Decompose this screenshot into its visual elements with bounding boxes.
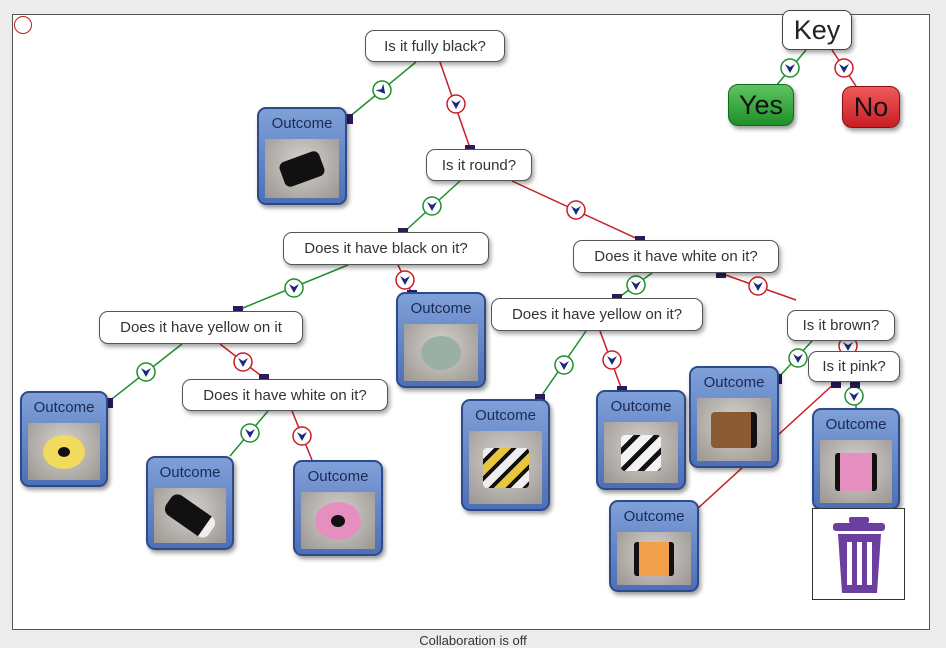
outcome-label: Outcome xyxy=(159,464,221,481)
key-no-badge: No xyxy=(842,86,900,128)
question-yellow-on-it-right[interactable]: Does it have yellow on it? xyxy=(491,298,703,331)
outcome-node[interactable]: Outcome xyxy=(812,408,900,510)
outcome-label: Outcome xyxy=(410,300,472,317)
sweet-photo-black-white-roll xyxy=(154,488,226,543)
outcome-label: Outcome xyxy=(825,416,887,433)
outcome-node[interactable]: Outcome xyxy=(146,456,234,550)
sweet-photo-yellow-round xyxy=(28,423,100,480)
key-yes-badge: Yes xyxy=(728,84,794,126)
outcome-label: Outcome xyxy=(610,398,672,415)
question-yellow-on-it-left[interactable]: Does it have yellow on it xyxy=(99,311,303,344)
question-pink[interactable]: Is it pink? xyxy=(808,351,900,382)
question-brown[interactable]: Is it brown? xyxy=(787,310,895,341)
outcome-node[interactable]: Outcome xyxy=(396,292,486,388)
sweet-photo-yellow-stripe xyxy=(469,431,542,504)
sweet-photo-black-log xyxy=(265,139,339,198)
outcome-node[interactable]: Outcome xyxy=(293,460,383,556)
sweet-photo-pink-square xyxy=(820,440,892,503)
outcome-label: Outcome xyxy=(33,399,95,416)
question-white-on-it-lower[interactable]: Does it have white on it? xyxy=(182,379,388,411)
question-round[interactable]: Is it round? xyxy=(426,149,532,181)
collaboration-status: Collaboration is off xyxy=(419,633,527,648)
trash-button[interactable] xyxy=(812,508,905,600)
sweet-photo-orange-square xyxy=(617,532,691,585)
outcome-label: Outcome xyxy=(475,407,536,424)
sweet-photo-pink-round xyxy=(301,492,375,549)
outcome-label: Outcome xyxy=(623,508,685,525)
outcome-node[interactable]: Outcome xyxy=(596,390,686,490)
outcome-node[interactable]: Outcome xyxy=(20,391,108,487)
sweet-photo-brown-square xyxy=(697,398,771,461)
sweet-photo-blue-round xyxy=(404,324,478,381)
outcome-label: Outcome xyxy=(271,115,333,132)
outcome-label: Outcome xyxy=(703,374,765,391)
trash-icon xyxy=(833,517,885,593)
outcome-node[interactable]: Outcome xyxy=(257,107,347,205)
question-black-on-it[interactable]: Does it have black on it? xyxy=(283,232,489,265)
outcome-label: Outcome xyxy=(307,468,369,485)
canvas-corner-circle xyxy=(14,16,32,34)
outcome-node[interactable]: Outcome xyxy=(609,500,699,592)
question-fully-black[interactable]: Is it fully black? xyxy=(365,30,505,62)
question-white-on-it[interactable]: Does it have white on it? xyxy=(573,240,779,273)
sweet-photo-white-stripe xyxy=(604,422,678,483)
outcome-node[interactable]: Outcome xyxy=(461,399,550,511)
outcome-node[interactable]: Outcome xyxy=(689,366,779,468)
key-title: Key xyxy=(782,10,852,50)
